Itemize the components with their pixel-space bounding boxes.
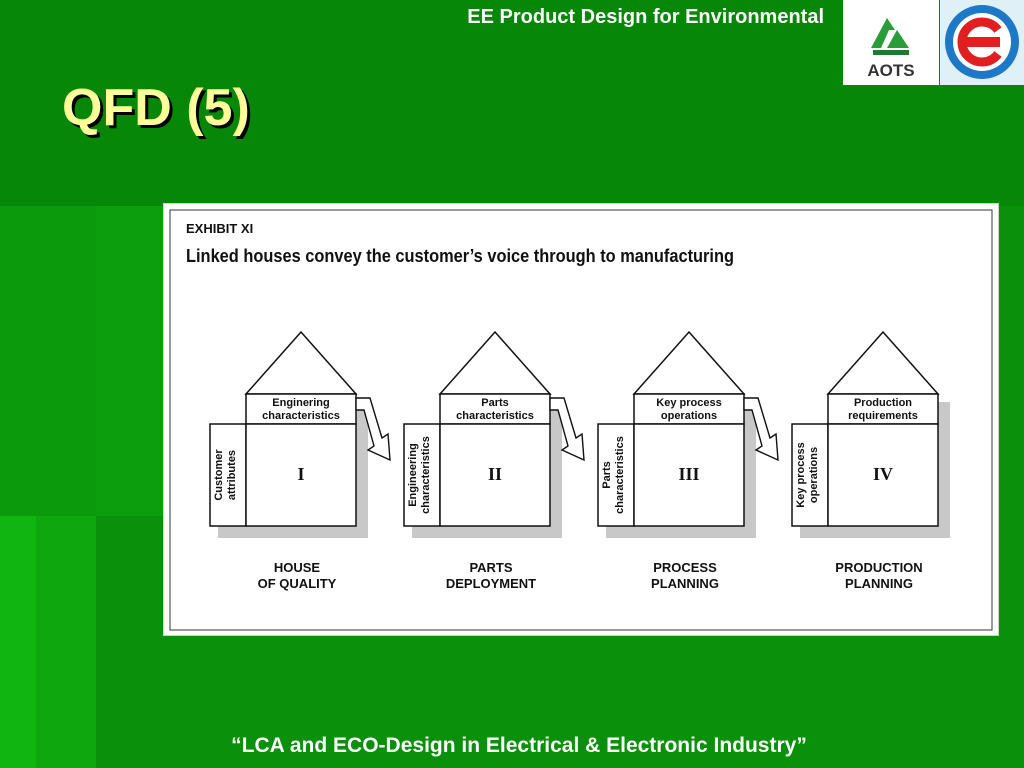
house-caption: PLANNING <box>651 576 719 591</box>
house-roof <box>438 330 552 395</box>
slide-title: QFD (5) <box>62 79 250 137</box>
house-roof <box>826 330 940 395</box>
house-caption: PARTS <box>469 560 512 575</box>
roof-label: characteristics <box>456 410 534 422</box>
house-caption: DEPLOYMENT <box>446 576 536 591</box>
link-arrow <box>355 397 391 462</box>
footer-text: “LCA and ECO-Design in Electrical & Elec… <box>231 734 807 757</box>
e-circle-logo-icon <box>945 5 1019 79</box>
roof-label: Production <box>854 397 912 409</box>
e-circle-logo <box>940 0 1024 85</box>
roof-label: characteristics <box>262 410 340 422</box>
link-arrow <box>549 397 585 462</box>
house-caption: OF QUALITY <box>258 576 337 591</box>
exhibit-label: EXHIBIT XI <box>186 221 253 236</box>
background-left-strip-light <box>0 516 36 768</box>
house-caption: HOUSE <box>274 560 321 575</box>
side-label: Parts <box>601 461 613 489</box>
house-body <box>245 423 357 527</box>
exhibit-heading: Linked houses convey the customer’s voic… <box>186 246 734 266</box>
side-label: Key process <box>795 442 807 507</box>
house-body <box>633 423 745 527</box>
house-numeral: III <box>678 464 699 484</box>
house-side-column <box>597 423 635 527</box>
house-numeral: IV <box>873 464 893 484</box>
aots-logo-text: AOTS <box>867 61 914 80</box>
side-label: Engineering <box>407 443 419 507</box>
house-roof-band <box>439 393 551 425</box>
roof-label: operations <box>661 410 717 422</box>
qfd-houses-diagram: EXHIBIT XI Linked houses convey the cust… <box>169 209 993 631</box>
side-label: attributes <box>226 450 238 500</box>
house-roof-band <box>633 393 745 425</box>
house-numeral: I <box>297 464 304 484</box>
aots-logo-icon: AOTS <box>867 18 915 80</box>
roof-label: Enginering <box>272 397 329 409</box>
link-arrow <box>743 397 779 462</box>
house-roof-band <box>245 393 357 425</box>
background-band <box>96 206 166 516</box>
house-side-column <box>791 423 829 527</box>
house-body <box>439 423 551 527</box>
house-numeral: II <box>488 464 502 484</box>
course-title: EE Product Design for Environmental <box>467 6 824 28</box>
side-label: operations <box>808 447 820 503</box>
house-side-column <box>209 423 247 527</box>
roof-label: requirements <box>848 410 918 422</box>
side-label: characteristics <box>614 436 626 514</box>
house-body <box>827 423 939 527</box>
exhibit-figure: EXHIBIT XI Linked houses convey the cust… <box>163 203 999 636</box>
aots-logo: AOTS <box>843 0 939 85</box>
side-label: characteristics <box>420 436 432 514</box>
house-side-column <box>403 423 441 527</box>
house-roof <box>244 330 358 395</box>
house-roof <box>632 330 746 395</box>
roof-label: Parts <box>481 397 509 409</box>
house-caption: PRODUCTION <box>835 560 922 575</box>
background-left-strip <box>36 516 96 768</box>
house-caption: PROCESS <box>653 560 717 575</box>
house-caption: PLANNING <box>845 576 913 591</box>
side-label: Customer <box>213 449 225 501</box>
roof-label: Key process <box>656 397 721 409</box>
house-roof-band <box>827 393 939 425</box>
